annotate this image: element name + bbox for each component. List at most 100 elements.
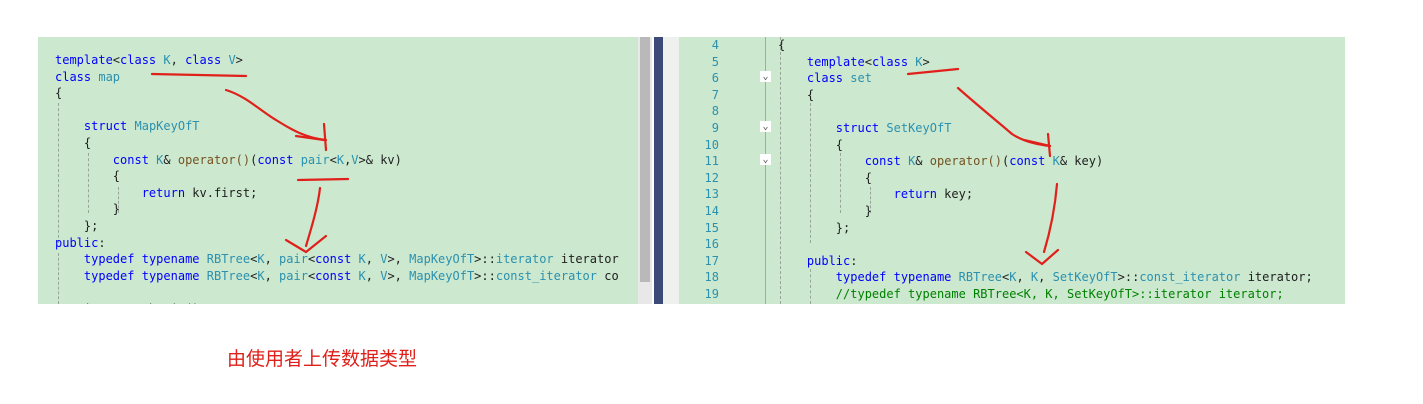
code-token: ( [250,152,258,167]
code-token: , [365,252,381,267]
chevron-down-icon[interactable]: ⌄ [760,154,771,165]
indent-guide [118,187,119,213]
code-token: operator() [929,154,1002,169]
code-token: > [235,53,243,67]
indent-guide [810,269,811,304]
code-token: class [806,71,844,86]
code-token: typedef [835,270,887,285]
code-token: const [315,268,352,283]
code-token: kv.first; [185,185,258,200]
line-number: 19 [704,287,719,301]
code-line: { [778,137,843,154]
line-number: 14 [704,204,719,218]
code-token: return [141,185,186,200]
code-token: K [1052,154,1060,169]
chevron-down-icon[interactable]: ⌄ [760,121,771,132]
line-number: 12 [704,170,719,185]
code-line: struct MapKeyOfT [55,118,200,135]
code-token: begin() [142,302,200,304]
code-token: { [778,170,872,185]
code-token: SetKeyOfT [1052,270,1118,285]
code-line: typedef typename RBTree<K, K, SetKeyOfT>… [778,269,1313,286]
code-token: < [329,152,337,167]
code-token: RBTree [206,268,251,283]
code-token: //typedef typename RBTree<K, K, SetKeyOf… [835,287,1284,301]
code-token: K [908,154,916,169]
code-token: { [55,86,63,101]
scrollbar-thumb[interactable] [640,37,650,282]
code-token: K [915,54,923,69]
code-token: iterator [84,302,142,304]
code-token: return [893,187,937,202]
code-token: { [778,137,844,152]
code-token: template [806,54,865,69]
code-token: }; [778,220,851,235]
line-number: 18 [704,270,719,285]
chevron-down-icon[interactable]: ⌄ [760,71,771,82]
code-token: & [163,152,178,167]
code-token: SetKeyOfT [886,121,952,135]
code-token: V [380,252,388,267]
code-token: const_iterator [1139,270,1241,285]
code-token: key; [936,187,974,202]
code-token: K [358,252,366,267]
code-token: >, [387,252,410,267]
code-token: >:: [474,252,496,267]
line-number: 13 [704,187,719,202]
code-token: { [55,136,92,150]
underline-left-pair [296,177,350,182]
arrowhead-left-top [294,122,328,152]
arrowhead-right-bottom [1024,248,1060,266]
code-token: typedef [83,252,135,267]
code-token: struct [835,121,880,135]
code-token: < [307,268,316,283]
code-token: , [170,53,186,67]
arrow-left-bottom [304,186,322,248]
code-token: >, [387,268,410,283]
code-token: const [1009,154,1046,169]
code-token: class [55,69,92,84]
code-line: } [778,203,872,220]
annotation-caption: 由使用者上传数据类型 [227,348,418,370]
code-token: K [156,152,164,167]
line-number: 17 [704,253,719,268]
code-line: }; [778,220,850,237]
code-token: RBTree [958,270,1002,285]
code-token: , [365,268,381,283]
arrow-right-top [956,86,1052,148]
code-token: const [112,152,149,167]
left-code-editor[interactable]: template<class K, class V>class map{ str… [38,37,638,304]
line-number: 6 [711,71,719,86]
code-line: { [55,85,62,102]
code-token: pair [300,152,330,167]
indent-guide [870,187,871,213]
code-token: public [55,235,99,250]
code-token: RBTree [206,252,251,267]
code-token: K [163,53,171,67]
code-token: V [380,268,388,283]
code-token: pair [279,268,308,283]
code-line: public: [55,235,106,252]
indent-guide [840,153,841,213]
arrowhead-right-top [1022,132,1052,158]
split-view-divider[interactable] [654,37,663,304]
code-token: > [922,54,930,69]
code-token: iterator [495,252,554,267]
code-token: & [915,154,930,169]
code-token: const [315,252,352,267]
code-line: { [55,135,91,152]
code-token: iterator [553,252,619,267]
code-token: } [778,204,872,218]
code-token: >:: [474,268,496,283]
code-token: typedef [83,268,135,283]
code-token: operator() [177,152,251,167]
code-token: }; [55,219,99,233]
code-token: < [864,54,872,69]
arrowhead-left-bottom [284,234,328,254]
code-line: typedef typename RBTree<K, pair<const K,… [55,251,619,268]
code-token: const [864,154,901,169]
code-token: iterator; [1240,270,1313,285]
code-line: return kv.first; [55,185,258,202]
code-line: { [778,87,814,104]
